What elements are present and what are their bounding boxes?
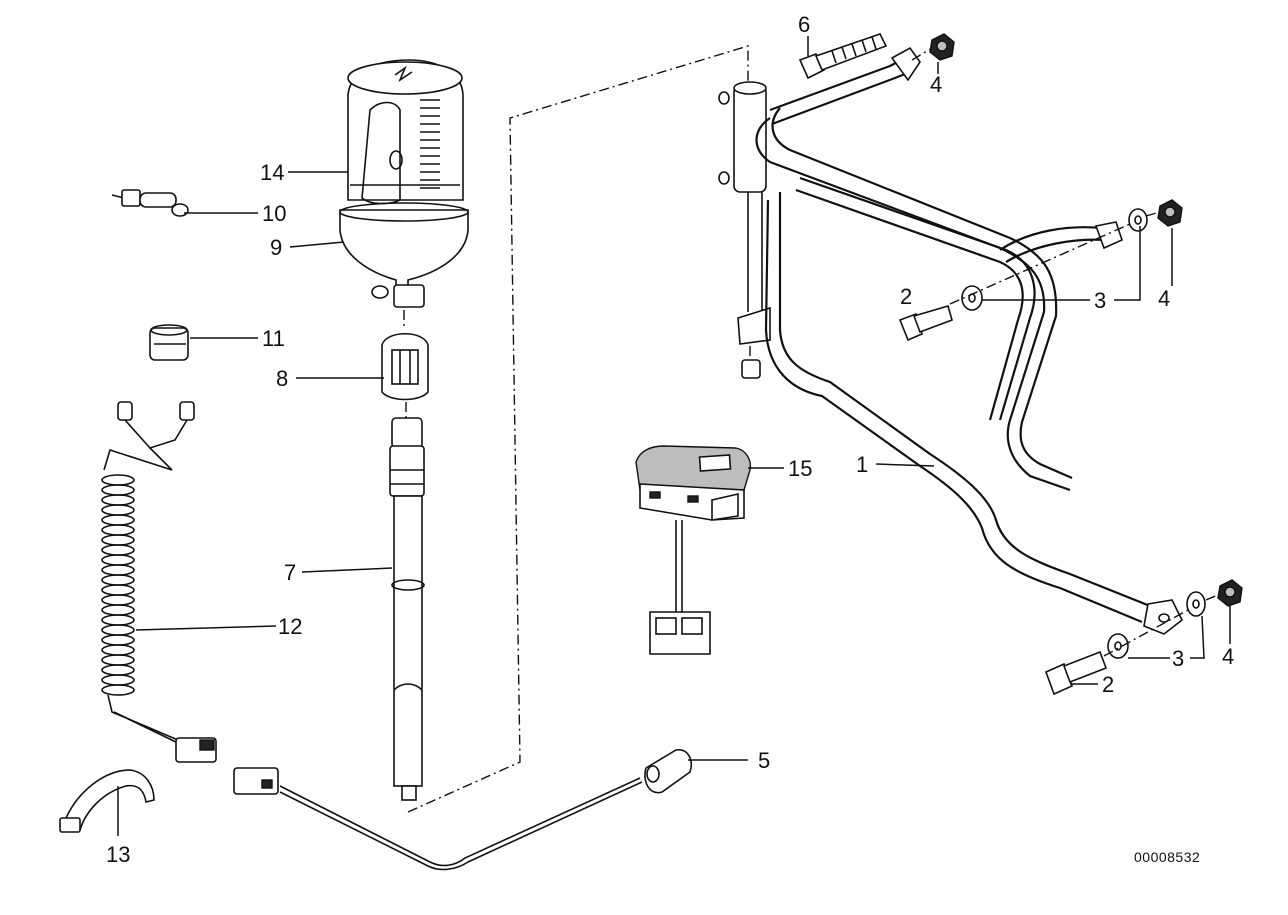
callout-14: 14 bbox=[260, 160, 284, 185]
callout-15: 15 bbox=[788, 456, 812, 481]
callout-4-upper: 4 bbox=[1158, 286, 1170, 311]
callout-9: 9 bbox=[270, 235, 282, 260]
callout-2-upper: 2 bbox=[900, 284, 912, 309]
part-10-bulb bbox=[111, 189, 189, 217]
callout-2-lower: 2 bbox=[1102, 672, 1114, 697]
callout-10: 10 bbox=[262, 201, 286, 226]
callout-4-lower: 4 bbox=[1222, 644, 1234, 669]
part-8-adapter bbox=[381, 333, 429, 401]
part-7-pole bbox=[389, 417, 425, 801]
part-1-bracket bbox=[718, 46, 1184, 635]
assembly-lines bbox=[403, 45, 1221, 813]
part-13-clamp bbox=[59, 769, 155, 833]
callout-labels: 14 10 9 11 8 7 12 13 5 15 1 6 4 2 3 4 2 … bbox=[106, 12, 1234, 867]
callout-8: 8 bbox=[276, 366, 288, 391]
part-6-bolt bbox=[798, 33, 888, 80]
part-9-beacon-base bbox=[339, 202, 469, 308]
part-12-coil-cable bbox=[101, 401, 217, 763]
part-5-cable-plug bbox=[233, 749, 692, 871]
part-14-beacon-dome bbox=[347, 59, 464, 205]
callout-3-lower: 3 bbox=[1172, 646, 1184, 671]
callout-7: 7 bbox=[284, 560, 296, 585]
hardware-lower bbox=[1044, 579, 1243, 696]
callout-12: 12 bbox=[278, 614, 302, 639]
callout-4-top: 4 bbox=[930, 72, 942, 97]
callout-6: 6 bbox=[798, 12, 810, 37]
callout-1: 1 bbox=[856, 452, 868, 477]
part-11-sleeve bbox=[149, 324, 189, 361]
leader-lines bbox=[117, 36, 1231, 836]
document-code: 00008532 bbox=[1134, 849, 1200, 865]
hardware-upper bbox=[898, 33, 1183, 342]
callout-5: 5 bbox=[758, 748, 770, 773]
callout-13: 13 bbox=[106, 842, 130, 867]
part-15-switch bbox=[635, 445, 752, 655]
callout-11: 11 bbox=[262, 326, 285, 351]
callout-3-upper: 3 bbox=[1094, 288, 1106, 313]
